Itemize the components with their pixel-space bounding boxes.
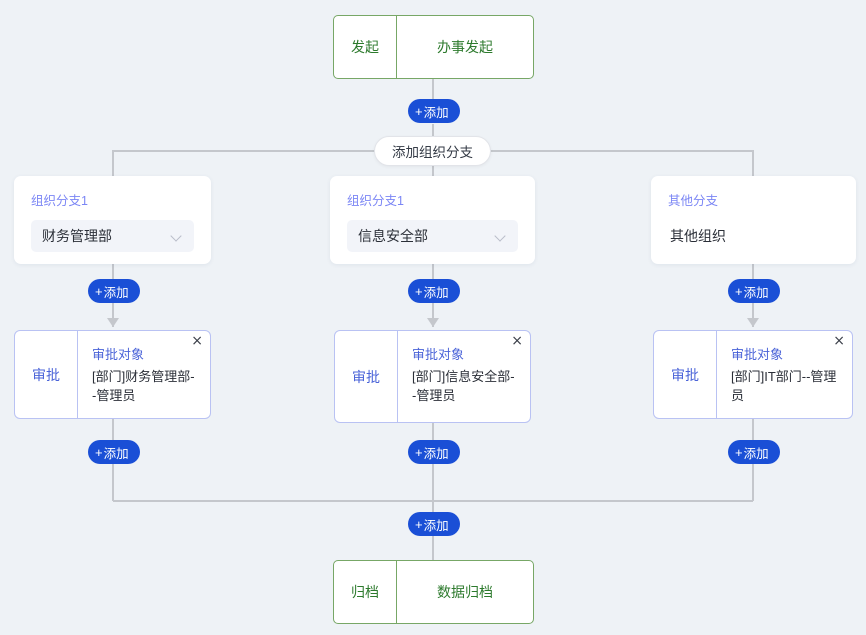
- branch-card-1[interactable]: 组织分支1 财务管理部: [14, 176, 211, 264]
- close-icon[interactable]: ×: [191, 333, 203, 349]
- approval-node-title-3: 审批对象: [731, 347, 784, 362]
- connector-bus-drop-1: [112, 150, 114, 176]
- branch-card-3[interactable]: 其他分支 其他组织: [651, 176, 856, 264]
- add-node-button-after-approval-2[interactable]: + 添加: [408, 440, 460, 464]
- plus-icon: +: [415, 283, 423, 299]
- branch-title-2: 组织分支1: [347, 194, 404, 208]
- add-organization-branch-label: 添加组织分支: [392, 145, 473, 160]
- plus-icon: +: [415, 444, 423, 460]
- add-node-button-label: 添加: [423, 446, 449, 461]
- add-node-button-after-approval-3[interactable]: + 添加: [728, 440, 780, 464]
- add-node-button-label: 添加: [743, 285, 769, 300]
- approval-node-title-1: 审批对象: [92, 347, 145, 362]
- add-node-button-branch-2[interactable]: + 添加: [408, 279, 460, 303]
- connector-add-to-branch-button: [432, 124, 434, 136]
- connector-approval3-to-add: [752, 419, 754, 441]
- approval-node-content-1: × 审批对象 [部门]财务管理部--管理员: [78, 331, 210, 418]
- plus-icon: +: [735, 283, 743, 299]
- plus-icon: +: [415, 103, 423, 119]
- connector-branch1-to-add: [112, 264, 114, 280]
- start-node-name: 办事发起: [437, 39, 493, 55]
- branch-card-2[interactable]: 组织分支1 信息安全部: [330, 176, 535, 264]
- approval-node-type-3: 审批: [654, 331, 717, 418]
- plus-icon: +: [95, 444, 103, 460]
- arrowhead-icon-2: [427, 318, 439, 327]
- branch-title-1: 组织分支1: [31, 194, 88, 208]
- approval-node-content-2: × 审批对象 [部门]信息安全部--管理员: [398, 331, 530, 422]
- approval-node-type-2: 审批: [335, 331, 398, 422]
- close-icon[interactable]: ×: [511, 333, 523, 349]
- end-node[interactable]: 归档 数据归档: [333, 560, 534, 624]
- add-node-button-label: 添加: [103, 446, 129, 461]
- connector-branch3-to-add: [752, 264, 754, 280]
- add-node-button-label: 添加: [423, 518, 449, 533]
- approval-node-title-2: 审批对象: [412, 347, 465, 362]
- add-node-button-label: 添加: [423, 105, 449, 120]
- connector-approval2-to-add: [432, 423, 434, 441]
- connector-add-to-approval-1: [112, 303, 114, 327]
- add-node-button-after-approval-1[interactable]: + 添加: [88, 440, 140, 464]
- connector-add-to-merge-1: [112, 463, 114, 501]
- approval-node-body-3: [部门]IT部门--管理员: [731, 369, 837, 403]
- approval-node-body-1: [部门]财务管理部--管理员: [92, 369, 195, 403]
- chevron-down-icon: [172, 231, 183, 242]
- connector-add-to-merge-2: [432, 463, 434, 501]
- close-icon[interactable]: ×: [833, 333, 845, 349]
- arrowhead-icon-3: [747, 318, 759, 327]
- add-node-button-branch-1[interactable]: + 添加: [88, 279, 140, 303]
- connector-approval1-to-add: [112, 419, 114, 441]
- branch-title-3: 其他分支: [668, 194, 719, 208]
- end-node-name: 数据归档: [437, 584, 493, 600]
- branch-org-select-value-2: 信息安全部: [358, 228, 428, 244]
- add-node-button-label: 添加: [743, 446, 769, 461]
- approval-node-3[interactable]: 审批 × 审批对象 [部门]IT部门--管理员: [653, 330, 853, 419]
- end-node-type: 归档: [334, 561, 397, 623]
- arrowhead-icon-1: [107, 318, 119, 327]
- add-organization-branch-button[interactable]: 添加组织分支: [374, 136, 491, 166]
- connector-start-to-add: [432, 78, 434, 100]
- approval-node-content-3: × 审批对象 [部门]IT部门--管理员: [717, 331, 852, 418]
- connector-add-to-approval-2: [432, 303, 434, 327]
- connector-merge-to-add: [432, 500, 434, 512]
- branch-org-select-value-1: 财务管理部: [42, 228, 112, 244]
- chevron-down-icon: [496, 231, 507, 242]
- plus-icon: +: [95, 283, 103, 299]
- branch-org-text-3: 其他组织: [670, 228, 726, 244]
- branch-org-select-2[interactable]: 信息安全部: [347, 220, 518, 252]
- approval-node-2[interactable]: 审批 × 审批对象 [部门]信息安全部--管理员: [334, 330, 531, 423]
- add-node-button-label: 添加: [423, 285, 449, 300]
- start-node-type: 发起: [334, 16, 397, 78]
- approval-node-1[interactable]: 审批 × 审批对象 [部门]财务管理部--管理员: [14, 330, 211, 419]
- plus-icon: +: [735, 444, 743, 460]
- approval-node-body-2: [部门]信息安全部--管理员: [412, 369, 515, 403]
- connector-bus-drop-3: [752, 150, 754, 176]
- add-node-button-before-end[interactable]: + 添加: [408, 512, 460, 536]
- connector-add-to-end: [432, 536, 434, 560]
- branch-org-select-1[interactable]: 财务管理部: [31, 220, 194, 252]
- start-node[interactable]: 发起 办事发起: [333, 15, 534, 79]
- add-node-button-label: 添加: [103, 285, 129, 300]
- add-node-button-root[interactable]: + 添加: [408, 99, 460, 123]
- connector-add-to-approval-3: [752, 303, 754, 327]
- plus-icon: +: [415, 516, 423, 532]
- connector-branch2-to-add: [432, 264, 434, 280]
- approval-node-type-1: 审批: [15, 331, 78, 418]
- connector-add-to-merge-3: [752, 463, 754, 501]
- add-node-button-branch-3[interactable]: + 添加: [728, 279, 780, 303]
